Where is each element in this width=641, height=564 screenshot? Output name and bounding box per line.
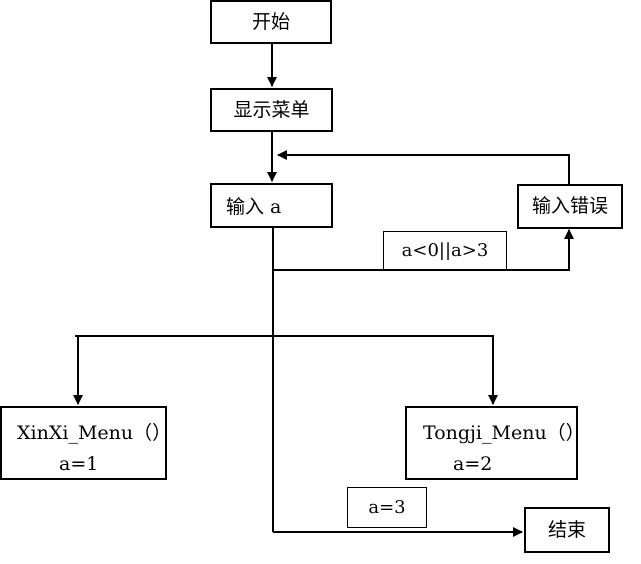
tongji-menu-label: Tongji_Menu（） (423, 422, 585, 444)
input-node: 输入 a (210, 183, 333, 228)
xinxi-menu-label: XinXi_Menu（） (17, 422, 172, 444)
error-condition-label: a<0||a>3 (383, 231, 507, 270)
end-label: 结束 (547, 518, 586, 541)
input-label: 输入 a (226, 196, 282, 218)
tongji-menu-node: Tongji_Menu（） a=2 (405, 406, 585, 480)
show-menu-label: 显示菜单 (233, 98, 310, 121)
xinxi-condition-label: a=1 (59, 453, 99, 475)
end-node: 结束 (524, 507, 610, 553)
start-node: 开始 (210, 0, 332, 44)
end-condition-label: a=3 (347, 487, 427, 528)
arrow-error-loopback (277, 150, 570, 184)
tongji-condition-label: a=2 (453, 453, 493, 475)
input-error-node: 输入错误 (517, 184, 623, 229)
xinxi-menu-node: XinXi_Menu（） a=1 (0, 406, 171, 480)
show-menu-node: 显示菜单 (210, 88, 333, 132)
arrow-to-input-error (273, 229, 574, 271)
start-label: 开始 (251, 10, 290, 33)
input-error-label: 输入错误 (531, 195, 608, 217)
